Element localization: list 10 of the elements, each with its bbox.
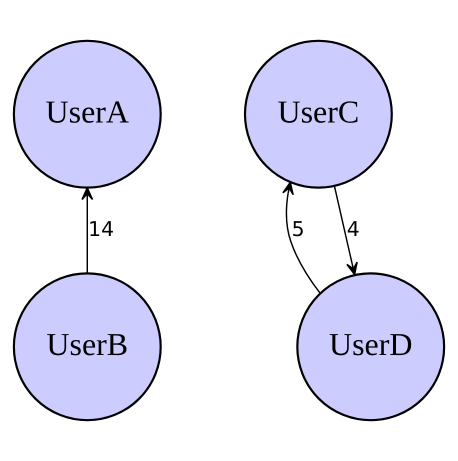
edge-label: 5 — [292, 216, 305, 241]
arrow — [334, 186, 358, 276]
node-circle: UserA — [12, 40, 162, 189]
arrow — [81, 187, 94, 274]
edge-label: 4 — [346, 216, 360, 241]
node-circle: UserD — [296, 272, 446, 422]
edge-label: 14 — [88, 216, 114, 241]
node-circle: UserB — [12, 272, 162, 422]
node-circle: UserC — [244, 40, 393, 189]
arrow — [282, 182, 321, 294]
